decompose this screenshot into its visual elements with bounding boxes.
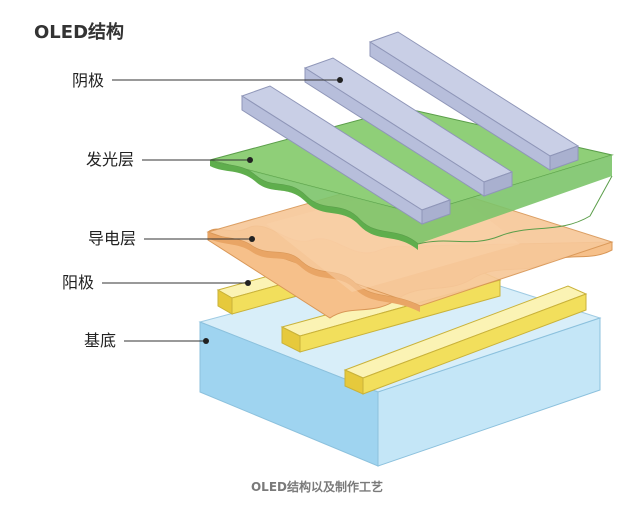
label-anode-text: 阳极 [62,273,94,292]
label-conductive-text: 导电层 [88,229,136,248]
label-emissive-text: 发光层 [86,150,134,169]
leader-conductive-dot [249,236,255,242]
cathode-bar-1 [240,85,452,225]
label-substrate-text: 基底 [84,331,116,350]
leader-cathode-dot [337,77,343,83]
label-conductive: 导电层 [88,229,255,248]
anode-bar-3 [343,285,588,395]
label-substrate: 基底 [84,331,209,350]
leader-anode-dot [245,280,251,286]
leader-substrate-dot [203,338,209,344]
label-cathode-text: 阴极 [72,71,104,90]
cathode-bar-3 [368,31,580,171]
leader-emissive-dot [247,157,253,163]
diagram-caption: OLED结构以及制作工艺 [251,479,383,494]
label-cathode: 阴极 [72,71,343,90]
cathode-bar-2 [303,57,514,197]
label-emissive: 发光层 [86,150,253,169]
cathode-bars [240,31,580,225]
label-anode: 阳极 [62,273,251,292]
diagram-title: OLED结构 [34,21,124,43]
